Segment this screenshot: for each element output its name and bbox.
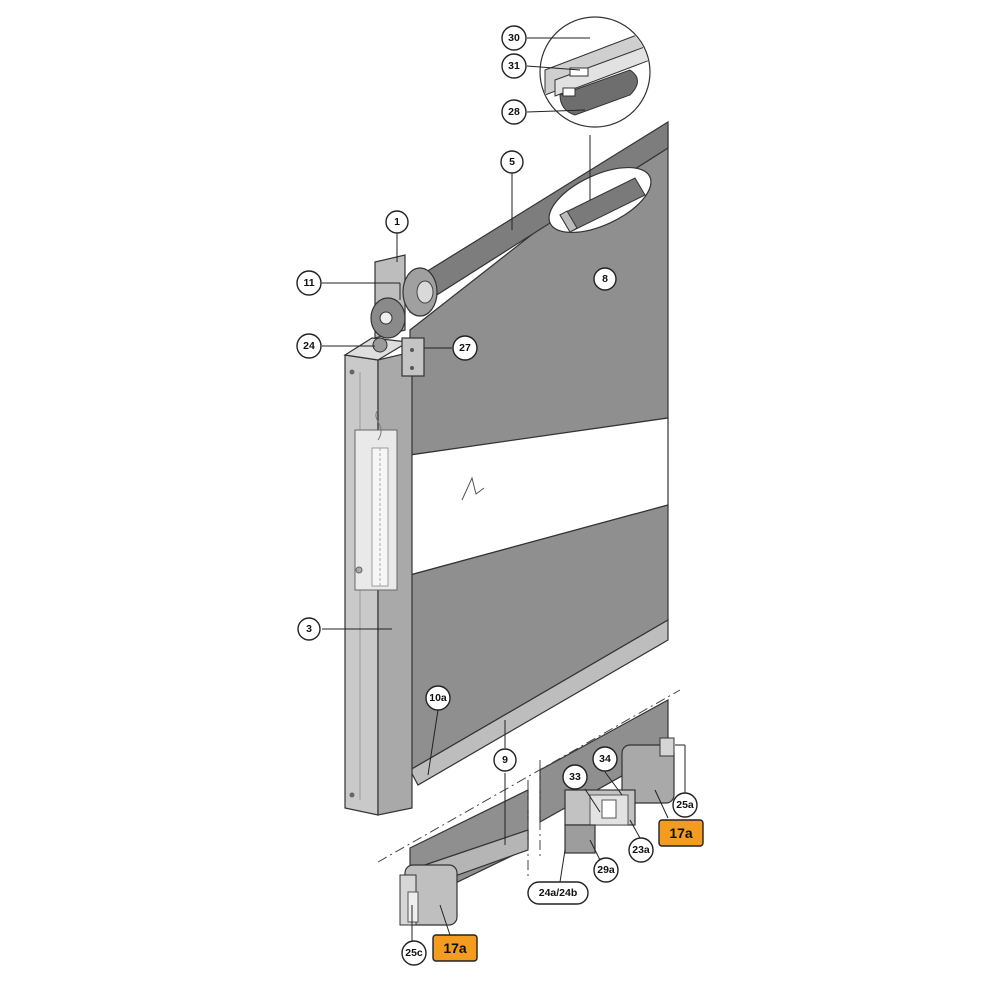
svg-text:34: 34 — [599, 753, 611, 765]
callout-11: 11 — [296, 270, 322, 296]
svg-text:5: 5 — [509, 156, 515, 168]
svg-text:25c: 25c — [405, 947, 423, 959]
callout-31: 31 — [501, 53, 527, 79]
end-cap-17a-right — [621, 744, 675, 804]
callout-24a-24b: 24a/24b — [527, 881, 589, 905]
tag-17a-left: 17a — [432, 934, 478, 962]
callout-33: 33 — [562, 764, 588, 790]
tag-17a-right: 17a — [658, 819, 704, 847]
callout-3: 3 — [297, 617, 321, 641]
svg-text:30: 30 — [508, 32, 520, 44]
svg-text:28: 28 — [508, 106, 520, 118]
svg-text:31: 31 — [508, 60, 520, 72]
callout-10a: 10a — [425, 685, 451, 711]
end-piece-29a — [564, 824, 596, 854]
svg-text:23a: 23a — [632, 844, 650, 856]
callout-5: 5 — [500, 150, 524, 174]
callout-29a: 29a — [593, 857, 619, 883]
svg-text:11: 11 — [303, 277, 314, 289]
svg-text:27: 27 — [459, 342, 471, 354]
callout-9: 9 — [493, 748, 517, 772]
bottom-bar-strip — [409, 618, 669, 786]
callout-30: 30 — [501, 25, 527, 51]
callout-8: 8 — [593, 267, 617, 291]
svg-text:33: 33 — [569, 771, 581, 783]
svg-text:24: 24 — [303, 340, 315, 352]
callout-25c: 25c — [401, 940, 427, 966]
svg-text:29a: 29a — [597, 864, 615, 876]
callout-1: 1 — [385, 210, 409, 234]
svg-text:25a: 25a — [676, 799, 694, 811]
svg-text:17a: 17a — [443, 940, 467, 956]
callout-25a: 25a — [672, 792, 698, 818]
svg-text:9: 9 — [502, 754, 508, 766]
callout-28: 28 — [501, 99, 527, 125]
callout-23a: 23a — [628, 837, 654, 863]
svg-text:10a: 10a — [429, 692, 447, 704]
svg-text:17a: 17a — [669, 825, 693, 841]
svg-text:3: 3 — [306, 623, 312, 635]
callout-24: 24 — [296, 333, 322, 359]
callout-34: 34 — [592, 746, 618, 772]
leader-lines — [322, 37, 686, 942]
svg-text:1: 1 — [394, 216, 400, 228]
bracket-plate-27 — [401, 337, 425, 377]
svg-text:8: 8 — [602, 273, 608, 285]
svg-text:24a/24b: 24a/24b — [539, 887, 578, 899]
window-reflection-mark — [461, 476, 485, 501]
callout-27: 27 — [452, 335, 478, 361]
